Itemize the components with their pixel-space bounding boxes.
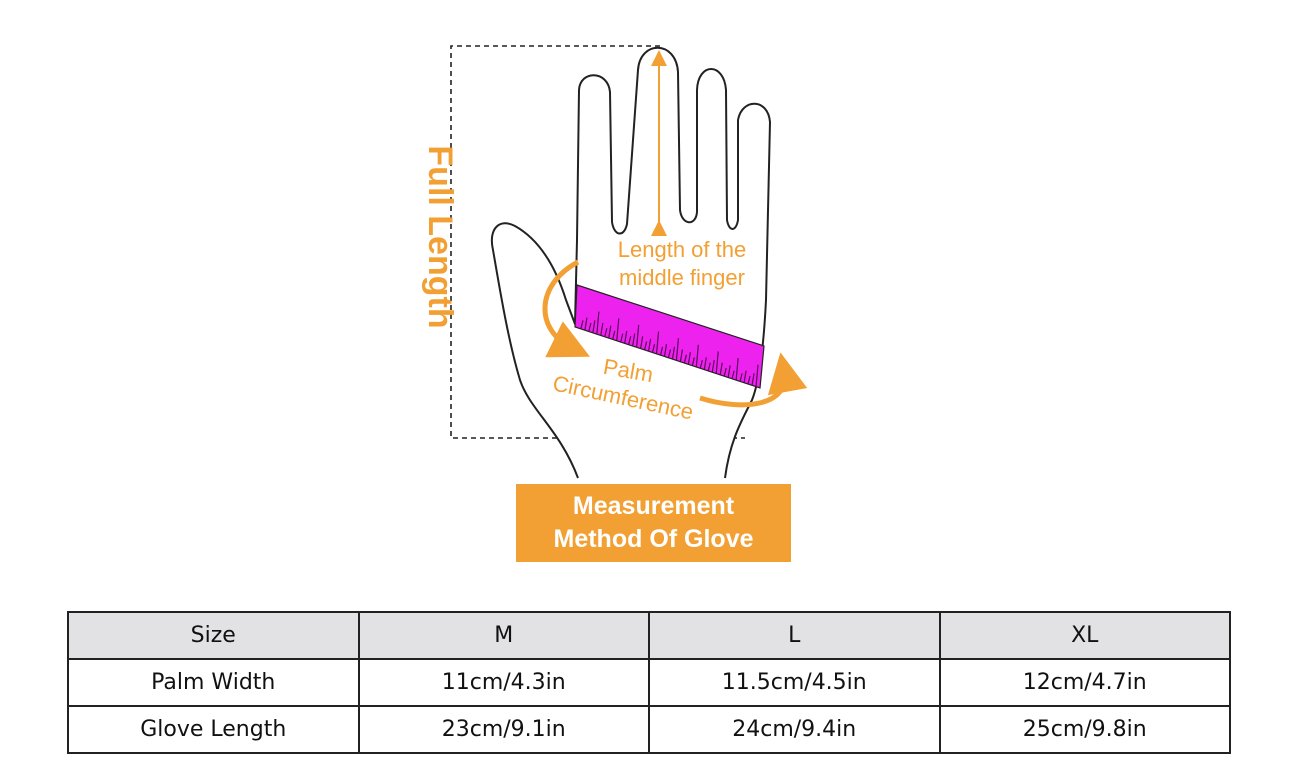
table-cell: 24cm/9.4in: [648, 705, 941, 754]
ruler-tick: [616, 318, 620, 341]
ruler-tick: [731, 370, 735, 379]
measurement-title-box: Measurement Method Of Glove: [516, 484, 791, 562]
full-length-label: Full Length: [421, 145, 459, 328]
ruler-tick: [719, 362, 723, 375]
ruler-tick: [648, 338, 652, 351]
ruler-tick: [711, 359, 715, 373]
measurement-diagram: Full Length Length of the middle finger …: [421, 45, 808, 479]
ruler-tick: [608, 325, 612, 338]
table-cell: 23cm/9.1in: [357, 705, 650, 754]
table-row: Glove Length 23cm/9.1in 24cm/9.4in 25cm/…: [67, 705, 1231, 754]
table-row: Palm Width 11cm/4.3in 11.5cm/4.5in 12cm/…: [67, 658, 1231, 707]
title-line-2: Method Of Glove: [553, 525, 754, 553]
row-label: Palm Width: [67, 658, 360, 707]
ruler-tick: [659, 346, 664, 355]
ruler-tick: [671, 346, 676, 359]
ruler-tick: [683, 354, 687, 363]
table-header-row: Size M L XL: [67, 611, 1231, 660]
middle-finger-label-line2: middle finger: [619, 265, 745, 290]
palm-arrow-right: [699, 352, 808, 408]
ruler-tick: [600, 322, 604, 336]
header-cell: XL: [938, 611, 1231, 660]
ruler-tick: [644, 341, 648, 350]
ruler-tick: [612, 330, 616, 340]
table-cell: 12cm/4.7in: [938, 658, 1231, 707]
ruler-tick: [636, 324, 640, 347]
size-chart-table: Size M L XL Palm Width 11cm/4.3in 11.5cm…: [67, 611, 1231, 754]
ruler-tick: [699, 359, 703, 369]
table-cell: 25cm/9.8in: [938, 705, 1231, 754]
ruler-tick: [620, 333, 624, 342]
ruler-tick: [735, 357, 739, 381]
ruler-tick: [628, 336, 632, 345]
ruler-tick: [723, 367, 727, 377]
title-line-1: Measurement: [572, 492, 735, 520]
ruler-tick: [604, 328, 608, 337]
ruler-tick: [707, 362, 711, 371]
ruler-tick: [751, 373, 755, 386]
palm-ruler: [574, 284, 765, 389]
ruler-tick: [715, 351, 719, 374]
ruler-tick: [652, 344, 656, 353]
hand-outline: [490, 46, 771, 479]
ruler-tick: [667, 349, 672, 358]
ruler-tick: [743, 370, 747, 383]
ruler-tick: [747, 375, 751, 385]
palm-arrow-left: [542, 259, 590, 358]
ruler-tick: [655, 331, 660, 354]
ruler-tick: [695, 344, 699, 367]
header-cell: Size: [67, 611, 360, 660]
row-label: Glove Length: [67, 705, 360, 754]
ruler-tick: [663, 344, 668, 357]
ruler-tick: [632, 333, 636, 346]
ruler-tick: [675, 338, 680, 361]
ruler-tick: [703, 357, 707, 370]
ruler-tick: [755, 364, 759, 387]
ruler-tick: [679, 349, 684, 362]
ruler-tick: [727, 365, 731, 378]
ruler-tick: [624, 330, 628, 344]
ruler-tick: [739, 373, 743, 382]
ruler-tick: [687, 352, 691, 365]
ruler-tick: [596, 311, 600, 334]
ruler-tick: [691, 357, 695, 366]
middle-finger-label-line1: Length of the: [618, 237, 746, 262]
table-cell: 11cm/4.3in: [357, 658, 650, 707]
table-cell: 11.5cm/4.5in: [648, 658, 941, 707]
ruler-tick: [640, 336, 644, 349]
ruler-tick: [592, 320, 596, 333]
header-cell: M: [357, 611, 650, 660]
header-cell: L: [648, 611, 941, 660]
